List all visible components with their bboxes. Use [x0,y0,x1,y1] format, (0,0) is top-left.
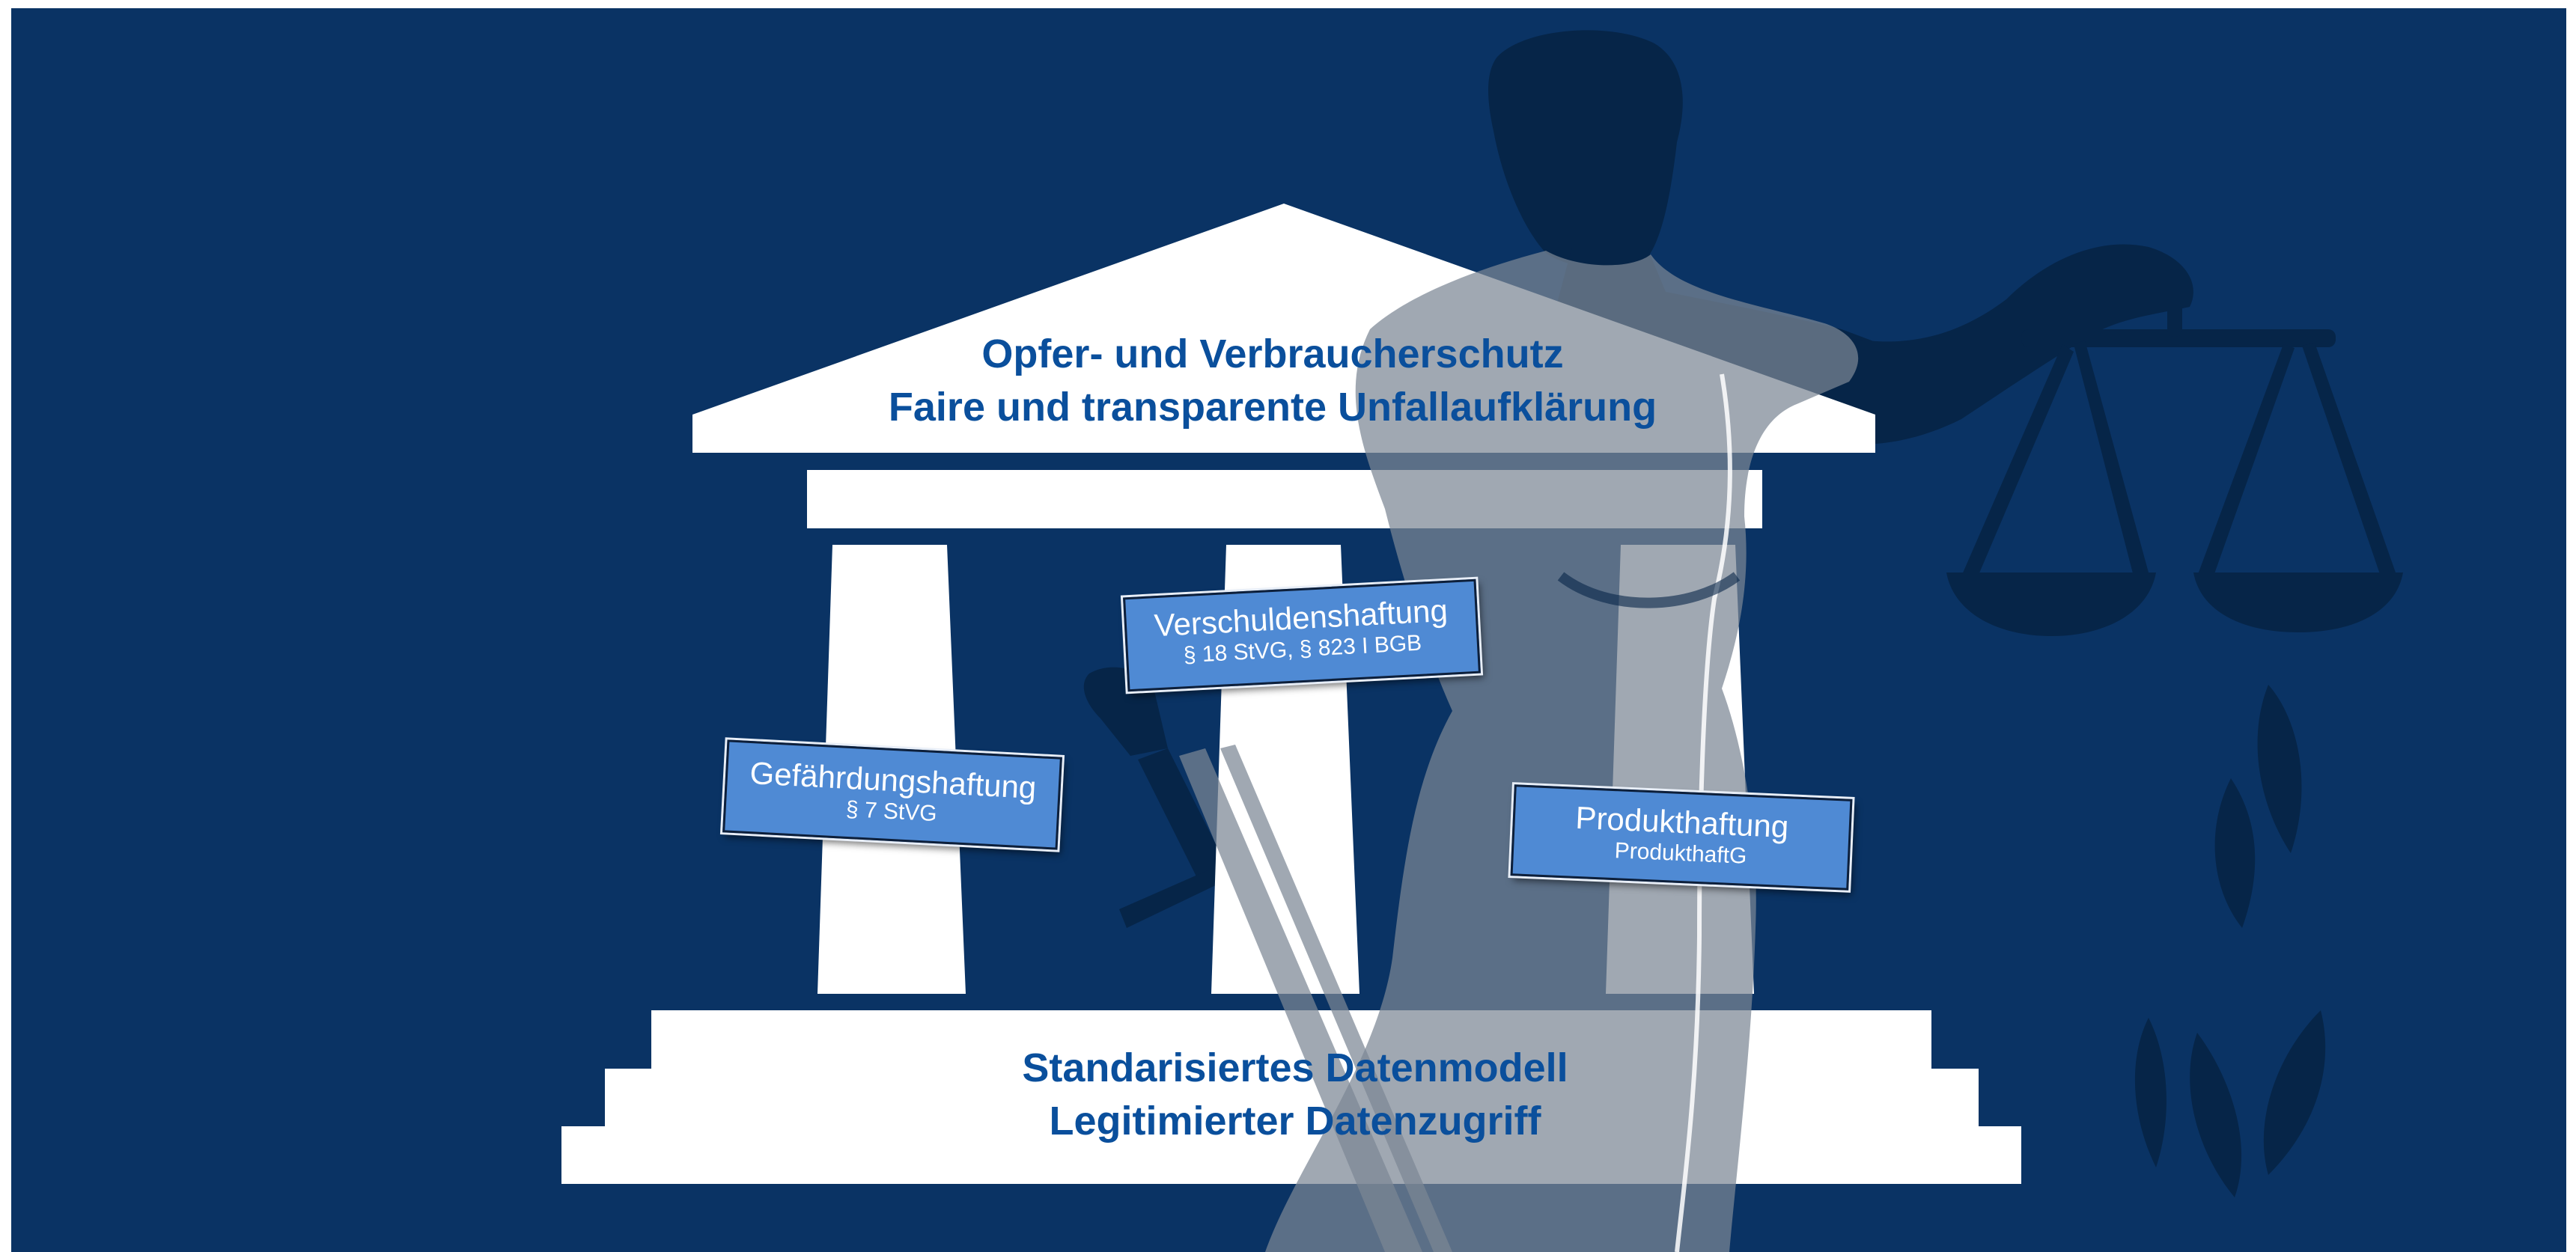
robe-lines-icon [1557,373,1741,1252]
base-heading-line-2: Legitimierter Datenzugriff [1049,1099,1541,1144]
laurel-leaves-icon [2134,685,2326,1197]
pillar-label-gefaehrdungshaftung: Gefährdungshaftung § 7 StVG [722,739,1062,850]
base-heading-line-1: Standarisiertes Datenmodell [1022,1045,1568,1090]
justitia-arm-icon [1812,244,2193,445]
scales-icon [1946,269,2403,636]
sword-blade-edge [1220,745,1452,1252]
roof-heading-line-1: Opfer- und Verbraucherschutz [981,332,1564,376]
justitia-overlay-icon [1179,251,1859,1252]
pillar-label-verschuldenshaftung: Verschuldenshaftung § 18 StVG, § 823 I B… [1123,578,1481,692]
roof-heading: Opfer- und Verbraucherschutz Faire und t… [749,328,1797,435]
roof-heading-line-2: Faire und transparente Unfallaufklärung [888,385,1657,430]
justitia-head-icon [1488,30,1683,269]
pillar-label-produkthaftung: Produkthaftung ProdukthaftG [1510,784,1853,891]
sword-blade-icon [1179,748,1422,1252]
base-heading: Standarisiertes Datenmodell Legitimierte… [749,1042,1842,1149]
